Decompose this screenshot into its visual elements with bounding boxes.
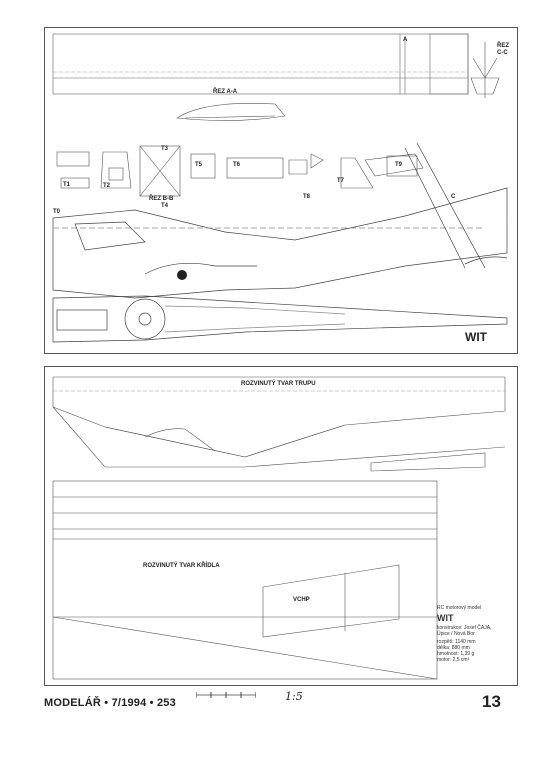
wheel-hub-marker	[177, 270, 187, 280]
fuselage-development	[52, 376, 506, 468]
part-label-t9: T9	[395, 162, 403, 168]
part-label-t6: T6	[233, 162, 241, 168]
top-plan-drawing	[52, 33, 508, 343]
scale-bar	[196, 692, 256, 698]
bottom-plan-drawing	[52, 376, 506, 680]
spec-location: Úpice / Nová Bor	[437, 631, 475, 637]
spec-row: hmotnost: 1,39 g	[437, 651, 475, 657]
title-wit: WIT	[465, 330, 487, 344]
fuselage-top-view	[52, 295, 508, 343]
wing-development-title: ROZVINUTÝ TVAR KŘÍDLA	[143, 563, 220, 569]
section-cc-label-1: ŘEZ	[497, 43, 509, 49]
section-aa-label: ŘEZ A-A	[213, 89, 238, 95]
fin-label: VCHP	[293, 597, 310, 603]
part-label-t0: T0	[53, 209, 61, 215]
page-number: 13	[482, 692, 501, 711]
spec-designer: konstrukce: Josef ČAJA,	[437, 625, 492, 631]
marker-c: C	[451, 194, 456, 200]
section-bb-label: ŘEZ B-B	[149, 196, 174, 202]
bottom-plan-sheet: ROZVINUTÝ TVAR TRUPU ROZVINUTÝ TVAR KŘÍD…	[44, 366, 518, 686]
magazine-footer: MODELÁŘ • 7/1994 • 253	[44, 697, 176, 709]
scale-note: 1:5	[285, 690, 303, 703]
spec-heading: RC motorový model	[437, 605, 482, 611]
part-label-t8: T8	[303, 194, 311, 200]
part-templates	[56, 145, 424, 197]
part-label-t1: T1	[63, 182, 71, 188]
section-cc-drawing	[470, 42, 500, 98]
part-label-t5: T5	[195, 162, 203, 168]
spec-box: RC motorový model WIT konstrukce: Josef …	[437, 605, 515, 683]
marker-a: A	[403, 37, 408, 43]
fin-template	[262, 564, 400, 638]
part-label-t2: T2	[103, 183, 111, 189]
fuselage-development-title: ROZVINUTÝ TVAR TRUPU	[241, 381, 316, 387]
part-label-t7: T7	[337, 178, 345, 184]
part-label-t3: T3	[161, 146, 169, 152]
section-cc-label-2: C-C	[497, 50, 508, 56]
fuselage-side-view	[52, 142, 508, 299]
stabilizer-template	[370, 452, 486, 472]
spec-row: délka: 880 mm	[437, 645, 470, 651]
top-plan-sheet: WIT ŘEZ A-A ŘEZ B-B ŘEZ C-C A C T0 T1 T2…	[44, 27, 518, 354]
wing-top-view	[52, 33, 469, 95]
spec-model-name: WIT	[437, 613, 454, 623]
part-label-t4: T4	[161, 203, 169, 209]
spec-row: rozpětí: 1140 mm	[437, 639, 476, 645]
section-aa-airfoil	[176, 102, 286, 121]
wing-development	[52, 480, 438, 680]
spec-row: motor: 2,5 cm³	[437, 657, 470, 663]
